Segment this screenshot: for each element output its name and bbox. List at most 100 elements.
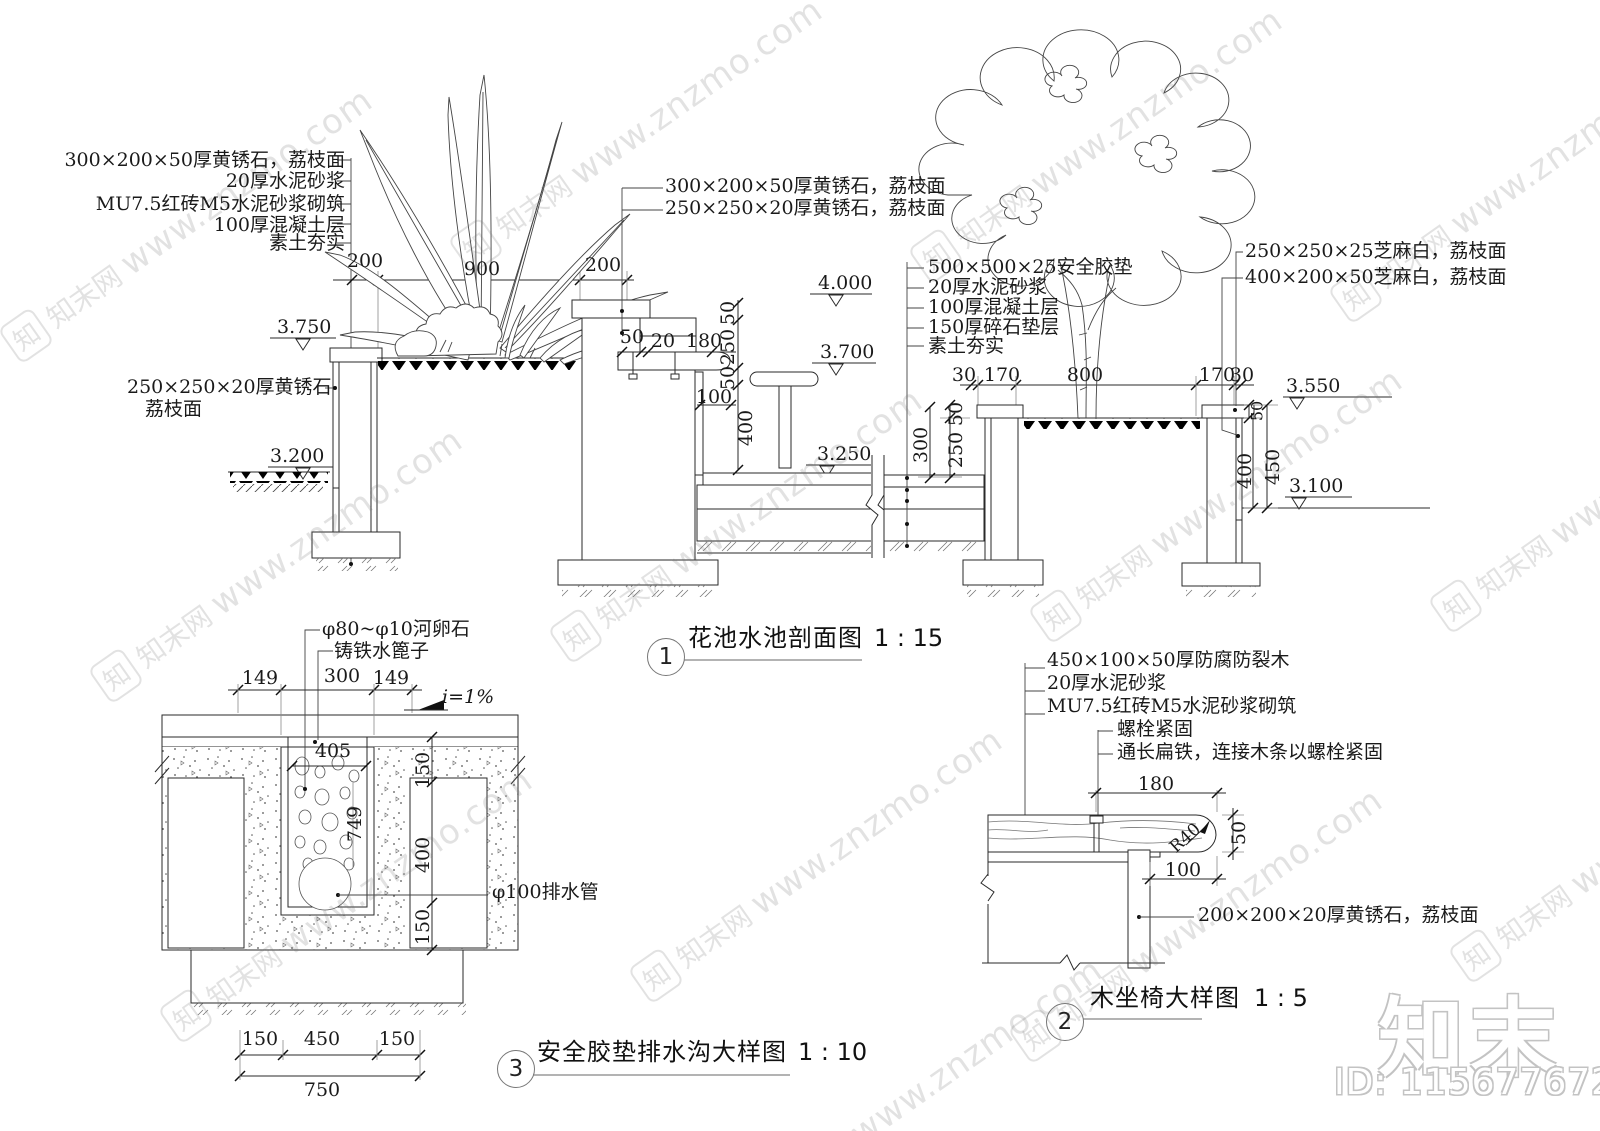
dim-lip [694,399,737,411]
bench-base [980,849,1165,971]
dim-vleft-50: 50 [945,401,968,427]
dim-vleft-250: 250 [945,431,968,469]
detail1-section [228,29,1430,661]
label-flat-iron: 通长扁铁，连接木条以螺栓紧固 [1117,741,1384,763]
dim-200-right: 200 [584,254,622,276]
label-right-stone-1: 250×250×25芝麻白，荔枝面 [1245,240,1507,262]
dim-vright-right-planter [1243,399,1278,514]
detail2-number: 2 [1046,1003,1084,1041]
tree-pit-ground [1023,417,1202,429]
label-curb-stone: 250×250×20厚黄锈石 [127,376,332,398]
level-3700: 3.700 [820,341,875,363]
dim-200-left: 200 [346,250,384,272]
drain-pipe-circle [298,857,352,911]
level-3550: 3.550 [1286,375,1341,397]
d3-dim-150a: 150 [412,751,435,789]
dim-seat-180: 180 [685,330,723,352]
d3-dim-side [426,731,438,956]
label-mortar: 20厚水泥砂浆 [225,170,345,192]
coping-leaders [620,187,663,335]
detail3-title: 安全胶垫排水沟大样图 [537,1038,787,1066]
right-planter-right-wall [1181,404,1261,597]
dim-seat-20: 20 [650,330,676,352]
d2-dim-180 [1088,787,1226,812]
label-bench-mortar: 20厚水泥砂浆 [1047,672,1167,694]
dim-vleft-300: 300 [910,426,933,464]
left-ground [228,471,330,492]
level-3100: 3.100 [1289,475,1344,497]
d3-dim-405: 405 [314,740,352,762]
label-bench-stone: 200×200×20厚黄锈石，荔枝面 [1198,904,1479,926]
dim-vright-450: 450 [1262,448,1285,486]
dim-stack-250: 250 [717,328,740,366]
dim-row-right [960,376,1254,416]
d3-dim-150b: 150 [412,908,435,946]
dim-stack-50a: 50 [717,300,740,326]
d3-dim-inner [286,760,372,868]
detail3-drain [154,629,790,1082]
label-river-pebble: φ80~φ10河卵石 [322,618,470,640]
dim-vleft-right-planter [918,399,970,484]
water-spout-cap [749,371,819,387]
d3-dim-749: 749 [344,805,367,843]
pool-floor-left [696,472,873,554]
mat-paving-right [883,474,985,553]
label-curb-finish: 荔枝面 [145,398,203,420]
label-bolt: 螺栓紧固 [1117,718,1194,740]
detail1-scale: 1 : 15 [874,624,944,652]
detail1-number: 1 [647,638,685,676]
d3-dim-top [228,684,422,735]
d3-dim-149b: 149 [372,667,410,689]
detail2-bench [980,663,1244,1020]
middle-wall [557,299,819,597]
dim-row-170b: 170 [1198,364,1236,386]
d3-dim-b450: 450 [303,1028,341,1050]
dim-row-30b: 30 [1229,364,1255,386]
detail3-number: 3 [497,1050,535,1088]
d3-slope: i=1% [442,686,495,708]
d2-dim-180: 180 [1137,773,1175,795]
label-bed-mortar: 20厚水泥砂浆 [928,276,1048,298]
dim-vright-50: 50 [1247,400,1267,422]
level-3250: 3.250 [817,443,872,465]
dim-900: 900 [463,258,501,280]
label-bed-gravel: 150厚碎石垫层 [928,316,1060,338]
bench-seat [987,814,1217,853]
label-bed-soil: 素土夯实 [928,335,1005,357]
dim-vright-400: 400 [1234,452,1257,490]
detail1-title: 花池水池剖面图 [688,624,863,652]
slope-symbol [404,700,448,711]
label-coping-1: 300×200×50厚黄锈石，荔枝面 [665,175,946,197]
level-3750: 3.750 [277,316,332,338]
detail3-scale: 1 : 10 [798,1038,868,1066]
detail2-title: 木坐椅大样图 [1090,984,1240,1012]
label-grate: 铸铁水篦子 [334,640,430,662]
d3-dim-bottom [234,1030,426,1082]
label-coping-2: 250×250×20厚黄锈石，荔枝面 [665,197,946,219]
d3-dim-750: 750 [303,1079,341,1101]
dim-lip-100: 100 [695,386,733,408]
image-id: ID: 1156776727 [1334,1062,1600,1103]
d3-dim-400: 400 [412,836,435,874]
label-bed-mat: 500×500×25安全胶垫 [928,256,1133,278]
label-brick: MU7.5红砖M5水泥砂浆砌筑 [95,193,345,215]
d2-dim-100 [1142,856,1226,886]
planter-soil [377,357,580,370]
d3-dim-b150b: 150 [378,1028,416,1050]
left-planter-wall [311,347,401,571]
detail2-scale: 1 : 5 [1254,984,1308,1012]
r40-arrow [1185,820,1210,846]
site-logo: 知末 [1378,989,1562,1089]
dim-row-800: 800 [1066,364,1104,386]
d3-leaders [303,629,488,897]
tree [918,29,1256,419]
stone-leader [1137,915,1194,919]
label-drain-pipe: φ100排水管 [492,881,599,903]
d3-dim-300: 300 [323,665,361,687]
label-soil: 素土夯实 [268,232,345,254]
d2-dim-100: 100 [1164,859,1202,881]
dim-stack-400: 400 [735,409,758,447]
d2-dim-50: 50 [1228,820,1251,846]
